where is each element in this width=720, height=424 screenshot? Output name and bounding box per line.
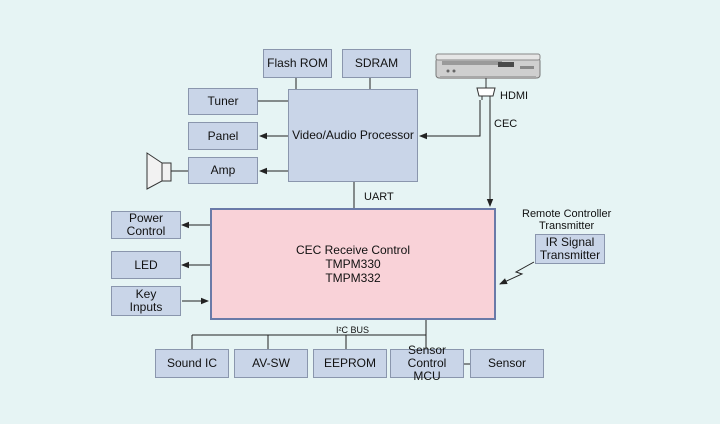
tuner-block: Tuner	[188, 88, 258, 115]
tuner-label: Tuner	[207, 94, 239, 108]
hdmi-arrow	[419, 100, 481, 140]
power-control-label: Power Control	[126, 211, 166, 238]
amp-label: Amp	[210, 163, 236, 177]
video-audio-processor-block: Video/Audio Processor	[288, 89, 418, 182]
video-audio-processor-label: Video/Audio Processor	[292, 128, 414, 142]
led-label: LED	[134, 257, 158, 272]
panel-block: Panel	[188, 122, 258, 150]
cec-label: CEC	[494, 118, 518, 130]
panel-label: Panel	[207, 128, 239, 143]
uart-label: UART	[364, 191, 394, 203]
flash-rom-block: Flash ROM	[263, 49, 332, 78]
sound-ic-label: Sound IC	[166, 356, 218, 370]
amp-block: Amp	[188, 157, 258, 184]
remote-controller-transmitter-label: Remote Controller Transmitter	[522, 208, 612, 232]
hdmi-label: HDMI	[500, 90, 529, 102]
sensor-control-mcu-label: Sensor Control MCU	[407, 343, 447, 383]
sdram-block: SDRAM	[342, 49, 411, 78]
main-title: CEC Receive Control	[295, 243, 411, 257]
power-control-block: Power Control	[111, 211, 181, 239]
flash-rom-label: Flash ROM	[267, 56, 328, 70]
eeprom-label: EEPROM	[323, 356, 376, 370]
ir-signal-icon	[499, 261, 535, 285]
sound-ic-block: Sound IC	[155, 349, 229, 378]
sensor-control-mcu-block: Sensor Control MCU	[390, 344, 464, 383]
dvd-player-icon	[435, 53, 541, 79]
hdmi-connector-icon	[476, 78, 496, 100]
key-inputs-label: Key Inputs	[129, 287, 163, 314]
main-part-number-2: TMPM332	[325, 271, 381, 285]
i2c-bus-label: I²C BUS	[336, 325, 370, 335]
ir-signal-transmitter-block: IR Signal Transmitter	[535, 234, 605, 264]
av-sw-label: AV-SW	[252, 356, 290, 370]
sdram-label: SDRAM	[354, 56, 399, 70]
ir-signal-transmitter-label: IR Signal Transmitter	[539, 235, 601, 262]
sensor-label: Sensor	[487, 356, 527, 370]
eeprom-block: EEPROM	[313, 349, 387, 378]
av-sw-block: AV-SW	[234, 349, 308, 378]
key-inputs-block: Key Inputs	[111, 286, 181, 316]
speaker-icon	[146, 152, 172, 190]
led-block: LED	[111, 251, 181, 279]
sensor-block: Sensor	[470, 349, 544, 378]
cec-receive-control-block: CEC Receive Control TMPM330 TMPM332	[210, 208, 496, 320]
main-part-number-1: TMPM330	[325, 257, 381, 271]
